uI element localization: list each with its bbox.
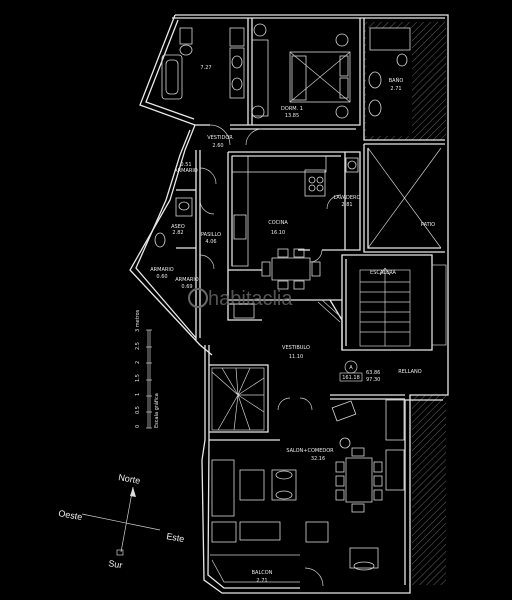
- closet3-name: ARMARIO: [175, 277, 199, 283]
- living-name: SALON+COMEDOR: [286, 448, 334, 454]
- closet1-area: 0.51: [180, 162, 191, 168]
- bathroom-main-area: 7.27: [200, 65, 211, 71]
- scale-tick-6: 3 metros: [135, 309, 141, 332]
- closet2-name: ARMARIO: [150, 267, 174, 273]
- kitchen-name: COCINA: [268, 220, 288, 226]
- kitchen-furniture: [231, 155, 343, 323]
- north-arrow-icon: [130, 487, 136, 497]
- watermark-text: habitaclia: [208, 288, 293, 310]
- bedroom-furniture: [251, 23, 351, 119]
- living-dining-furniture: [211, 399, 405, 571]
- terrace-tile-hatch: [412, 395, 446, 585]
- watermark-logo-icon: [188, 288, 208, 308]
- room-labels: 7.27 DORM. 1 13.85 BAÑO 2.71 VESTIDOR 2.…: [150, 65, 435, 584]
- laundry-name: LAVADERO: [334, 195, 361, 201]
- compass-west: Oeste: [58, 508, 83, 522]
- closet2-area: 0.60: [156, 274, 167, 280]
- scale-tick-1: 0.5: [135, 406, 141, 414]
- bedroom-name: DORM. 1: [281, 106, 303, 112]
- bathroom2-name: BAÑO: [389, 77, 404, 84]
- laundry-fixtures: [345, 157, 359, 173]
- internal-staircase: [211, 367, 265, 431]
- hall-area: 11.10: [289, 354, 303, 360]
- unit-tag: A 161.18 63.86 97.30: [339, 360, 380, 383]
- hall-name: VESTIBULO: [282, 345, 310, 351]
- scale-tick-2: 1: [135, 393, 141, 396]
- kitchen-area: 16.10: [271, 230, 285, 236]
- bathroom2-area: 2.71: [390, 86, 401, 92]
- bedroom-area: 13.85: [285, 113, 299, 119]
- toilet-area: 2.82: [172, 230, 183, 236]
- unit-code: 161.18: [342, 375, 360, 381]
- compass-east: Este: [166, 531, 185, 544]
- balcony-area: 2.71: [256, 578, 267, 584]
- living-area: 32.16: [311, 456, 325, 462]
- patio-void: [367, 147, 442, 249]
- scale-tick-5: 2.5: [135, 342, 141, 350]
- landing-name: RELLANO: [398, 369, 421, 375]
- dressing-name: VESTIDOR: [207, 135, 233, 141]
- dressing-area: 2.60: [212, 143, 223, 149]
- scale-bar: 0 0.5 1 1.5 2 2.5 3 metros Escala gráfic…: [135, 309, 160, 429]
- staircase: [359, 264, 447, 347]
- hallway-area: 4.06: [205, 239, 216, 245]
- balcony-outline: [210, 554, 300, 583]
- compass-north: Norte: [118, 472, 141, 486]
- stair-name: ESCALERA: [370, 270, 396, 276]
- laundry-area: 2.81: [341, 202, 352, 208]
- exterior-walls: [129, 14, 449, 594]
- unit-area-1: 63.86: [366, 370, 380, 376]
- toilet-name: ASEO: [171, 224, 185, 230]
- hallway-name: PASILLO: [201, 232, 221, 238]
- master-bathroom-fixtures: [161, 27, 245, 100]
- scale-tick-4: 2: [135, 361, 141, 364]
- patio-name: PATIO: [421, 222, 435, 228]
- closet3-area: 0.69: [181, 284, 192, 290]
- unit-letter: A: [349, 365, 353, 371]
- watermark: habitaclia: [188, 288, 293, 310]
- toilet-fixtures: [154, 197, 193, 248]
- compass-south: Sur: [108, 558, 124, 570]
- scale-tick-3: 1.5: [135, 374, 141, 382]
- scale-title: Escala gráfica: [153, 393, 160, 428]
- doors: [199, 124, 342, 587]
- balcony-name: BALCON: [252, 570, 273, 576]
- bathroom-fixtures: [368, 27, 411, 117]
- unit-area-2: 97.30: [366, 377, 380, 383]
- compass: Norte Oeste Este Sur: [58, 472, 185, 570]
- scale-tick-0: 0: [135, 425, 141, 428]
- closet1-name: ARMARIO: [174, 168, 198, 174]
